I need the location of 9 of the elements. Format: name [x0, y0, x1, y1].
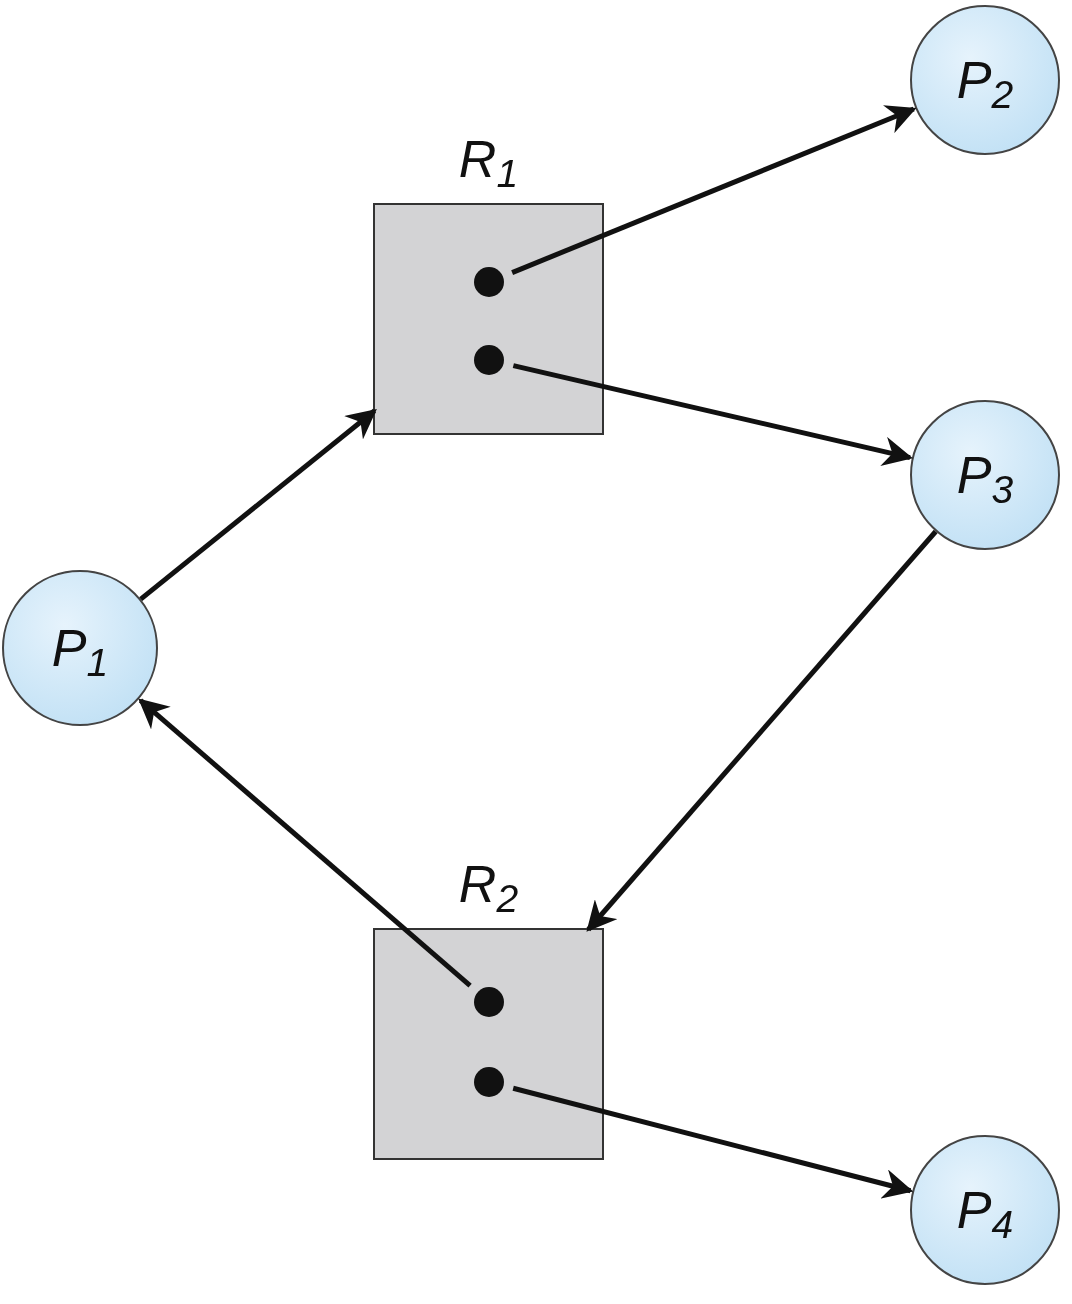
arrow	[139, 408, 377, 601]
resource-label: R$_{1}$	[458, 133, 519, 197]
process-label: P$_{1}$	[51, 622, 109, 674]
arrow	[511, 105, 917, 275]
process-label: P$_{4}$	[956, 1184, 1014, 1236]
process-label: P$_{2}$	[956, 54, 1014, 106]
arrow	[138, 698, 472, 988]
resource-label: R$_{2}$	[458, 858, 519, 922]
process-label: P$_{3}$	[956, 449, 1014, 501]
